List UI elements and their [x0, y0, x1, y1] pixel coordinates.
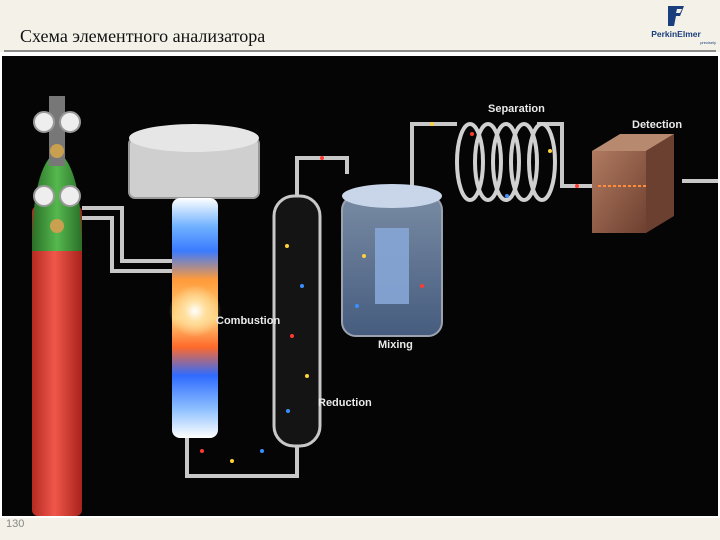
mixing-label: Mixing — [378, 339, 413, 351]
elemental-analyzer-diagram: Combustion Reduction Mixing Separation D… — [2, 56, 718, 516]
diagram-panel: Combustion Reduction Mixing Separation D… — [2, 56, 718, 516]
perkinelmer-logo: PerkinElmer precisely — [636, 4, 716, 48]
detector-box — [592, 134, 674, 233]
reduction-label: Reduction — [318, 397, 372, 409]
slide-title: Схема элементного анализатора — [20, 26, 265, 47]
reduction-tube — [274, 196, 320, 446]
perkinelmer-logo-icon — [636, 4, 716, 30]
title-underline — [4, 50, 716, 52]
page-number: 130 — [6, 518, 24, 530]
combustion-label: Combustion — [216, 315, 280, 327]
logo-tagline: precisely — [636, 40, 716, 45]
detection-label: Detection — [632, 119, 682, 131]
combustion-furnace — [129, 124, 259, 438]
mixing-chamber — [342, 184, 442, 336]
separation-label: Separation — [488, 103, 545, 115]
logo-wordmark: PerkinElmer — [636, 29, 716, 39]
gas-cylinder — [32, 96, 82, 516]
slide-footer — [0, 518, 720, 540]
